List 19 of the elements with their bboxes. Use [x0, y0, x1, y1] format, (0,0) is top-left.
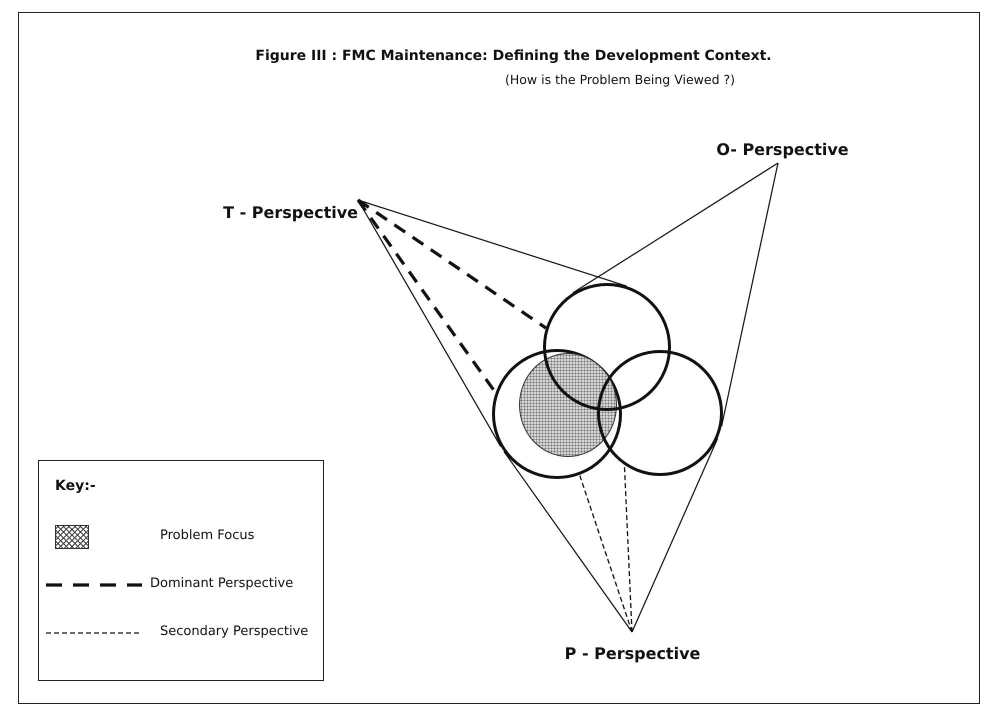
perspective-line [504, 451, 632, 632]
legend-label: Secondary Perspective [160, 624, 308, 639]
perspective-label: P - Perspective [545, 632, 720, 663]
view-circle [492, 349, 622, 479]
perspective-label: T - Perspective [223, 200, 358, 226]
legend-label: Dominant Perspective [150, 576, 294, 591]
figure-title: Figure III : FMC Maintenance: Defining the Development Context. [255, 48, 772, 64]
dominant-perspective-line [357, 198, 547, 330]
secondary-perspective-line [578, 474, 633, 632]
key-heading: Key:- [55, 478, 96, 494]
perspective-line [572, 162, 778, 294]
legend-label: Problem Focus [160, 528, 254, 543]
perspective-line [721, 162, 779, 426]
perspective-line [631, 438, 718, 632]
perspective-label: O- Perspective [695, 136, 870, 163]
secondary-perspective-line [624, 464, 633, 632]
problem-focus-ellipse [519, 353, 617, 457]
view-circle [597, 350, 723, 476]
subtitle: (How is the Problem Being Viewed ?) [505, 72, 735, 87]
